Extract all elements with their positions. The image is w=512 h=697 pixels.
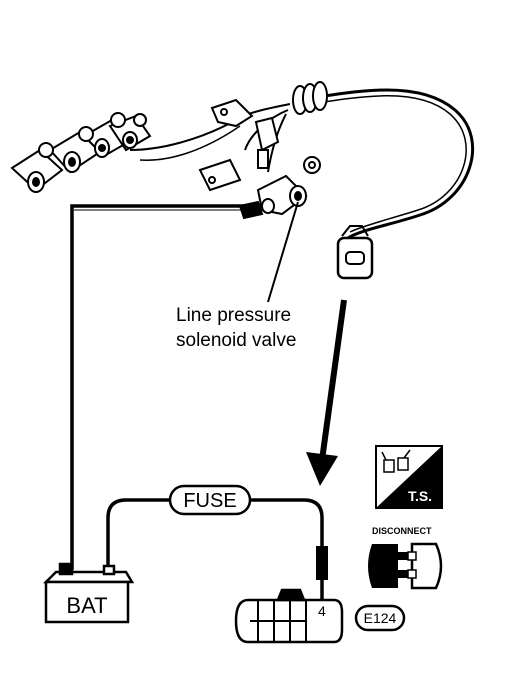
inline-connector xyxy=(316,546,328,580)
connector-id-badge: E124 xyxy=(354,604,406,632)
harness-connector: 4 xyxy=(234,588,344,644)
callout: Line pressure solenoid valve xyxy=(176,201,299,351)
disconnect-connector-icon: DISCONNECT xyxy=(368,526,443,590)
wire-solenoid-to-battery xyxy=(70,204,244,570)
callout-line-2: solenoid valve xyxy=(176,330,296,351)
connector-pin-4: 4 xyxy=(318,603,326,619)
disconnect-label: DISCONNECT xyxy=(372,526,432,536)
callout-line-1: Line pressure xyxy=(176,305,291,326)
test-symbol-badge-icon: T.S. xyxy=(375,445,443,509)
battery-label: BAT xyxy=(66,593,107,618)
fuse-label: FUSE xyxy=(183,490,236,512)
transmission-harness-assembly-icon xyxy=(10,81,474,280)
battery: BAT xyxy=(42,562,135,624)
pointer-arrow-icon xyxy=(306,299,347,486)
ts-label: T.S. xyxy=(408,488,432,504)
fuse: FUSE xyxy=(168,484,252,516)
wire-fuse-to-connector xyxy=(250,498,324,600)
wire-battery-to-fuse xyxy=(106,498,170,572)
wiring xyxy=(70,204,324,600)
connector-id: E124 xyxy=(364,610,397,626)
